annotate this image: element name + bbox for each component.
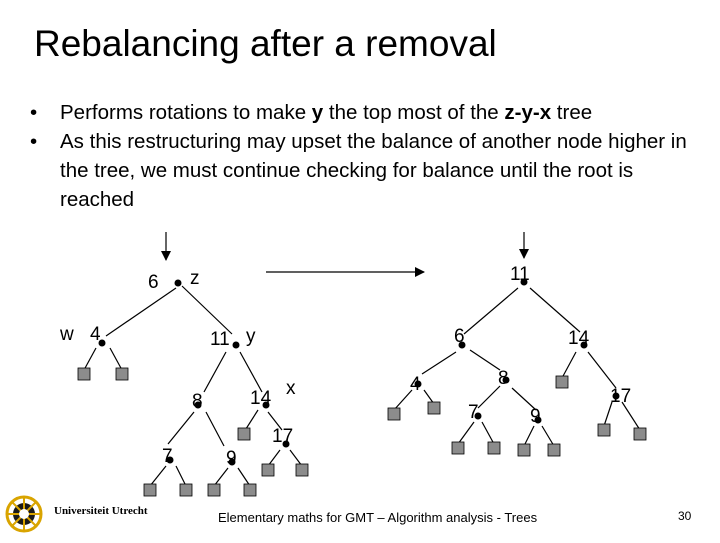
bullet-dot: • <box>30 130 38 153</box>
node-key: 6 <box>454 326 465 347</box>
node-key: 14 <box>250 388 272 409</box>
node-key: 17 <box>610 386 631 407</box>
bullet-list: • Performs rotations to make y the top m… <box>30 98 710 214</box>
bullet-1-text-after: tree <box>551 101 593 124</box>
node-key: 14 <box>568 328 590 349</box>
bullet-1-text-before: Performs rotations to make <box>60 101 312 124</box>
bullet-1-text-middle: the top most of the <box>323 101 505 124</box>
label-y: y <box>246 326 256 347</box>
before-node-dots <box>98 279 290 466</box>
node-key: 6 <box>148 272 159 293</box>
bullet-item-2: • As this restructuring may upset the ba… <box>30 127 710 214</box>
before-external-nodes <box>77 367 309 497</box>
label-x: x <box>286 378 296 399</box>
utrecht-seal-icon <box>5 495 43 533</box>
node-key: 9 <box>530 406 541 427</box>
before-edges <box>83 285 303 487</box>
before-tree: 6 4 11 8 14 7 9 17 z y x w <box>59 232 309 497</box>
node-key: 9 <box>226 448 237 469</box>
node-key: 4 <box>410 374 421 395</box>
node-key: 11 <box>210 329 230 350</box>
node-key: 17 <box>272 426 293 447</box>
bullet-1-bold-y: y <box>311 101 324 124</box>
after-tree: 11 6 14 4 8 7 9 17 <box>387 232 647 457</box>
after-external-nodes <box>387 375 647 457</box>
label-z: z <box>190 268 200 289</box>
bullet-2-text: As this restructuring may upset the bala… <box>60 130 687 211</box>
node-key: 7 <box>162 446 173 467</box>
page-number: 30 <box>678 509 692 523</box>
after-node-dots <box>414 278 620 424</box>
bullet-1-bold-zyx: z-y-x <box>504 101 552 124</box>
university-logo: Universiteit Utrecht <box>4 494 184 538</box>
bullet-dot: • <box>30 101 38 124</box>
slide-title: Rebalancing after a removal <box>34 23 497 64</box>
node-key: 4 <box>90 324 101 345</box>
node-key: 7 <box>468 402 479 423</box>
label-w: w <box>59 324 74 345</box>
before-role-labels: z y x w <box>59 268 296 399</box>
node-key: 8 <box>192 391 203 412</box>
node-key: 8 <box>498 368 509 389</box>
after-edges <box>393 287 641 447</box>
slide-footer: Elementary maths for GMT – Algorithm ana… <box>218 510 538 525</box>
before-node-keys: 6 4 11 8 14 7 9 17 <box>90 272 293 469</box>
after-node-keys: 11 6 14 4 8 7 9 17 <box>410 264 631 427</box>
bullet-item-1: • Performs rotations to make y the top m… <box>30 98 710 127</box>
university-name: Universiteit Utrecht <box>54 505 148 517</box>
node-key: 11 <box>510 264 530 285</box>
